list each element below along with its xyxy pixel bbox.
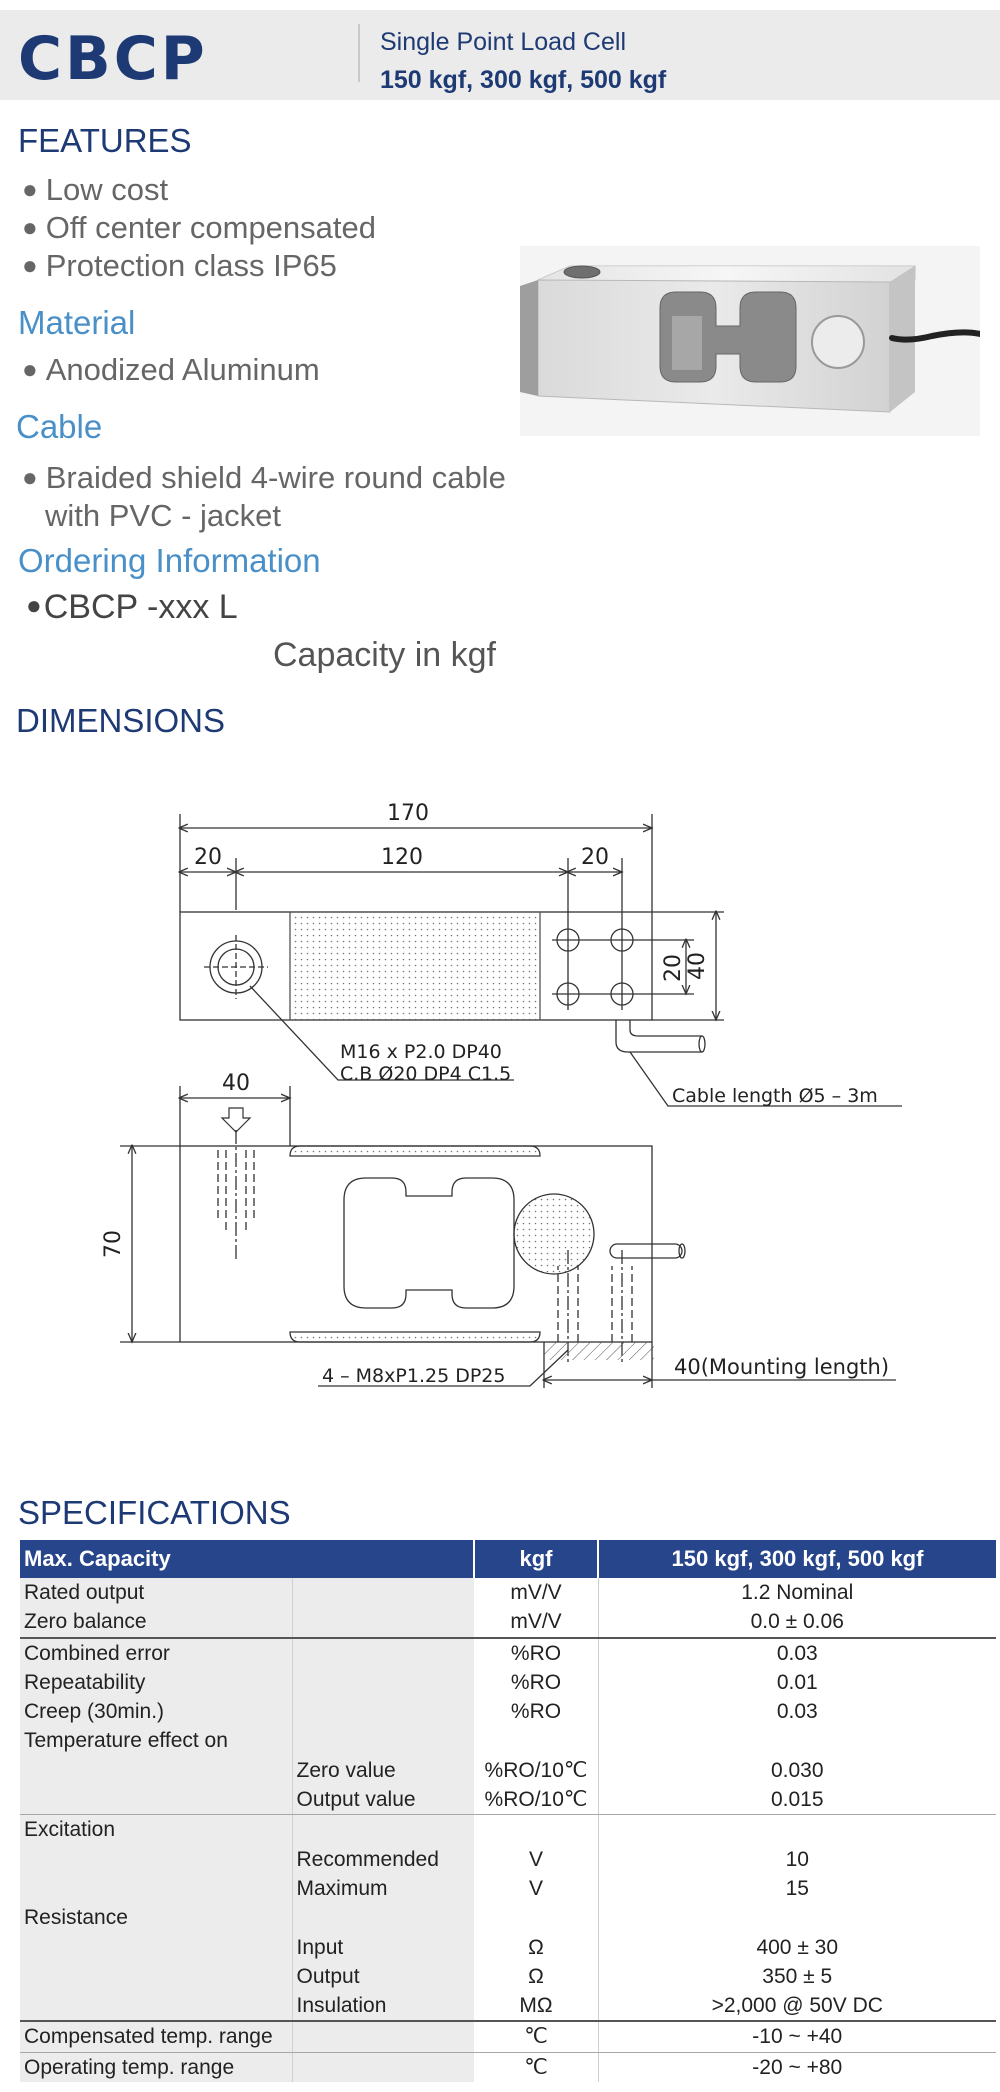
ordering-title: Ordering Information: [18, 542, 321, 579]
dim-mount-top: 40: [222, 1071, 250, 1096]
dimension-drawing: 170 20 120 20 20 40 40 70 M16 x P2.0 DP4…: [101, 801, 902, 1388]
load-direction-icon: [220, 1107, 252, 1133]
note-mount-length: 40(Mounting length): [674, 1355, 889, 1379]
cable-leader: [629, 1051, 902, 1107]
side-view-top-thread: [217, 1150, 255, 1234]
cable-item: ●Braided shield 4-wire round cable: [22, 460, 506, 495]
capacity-list: 150 kgf, 300 kgf, 500 kgf: [380, 66, 667, 94]
spec-header-row: Max. Capacity kgf 150 kgf, 300 kgf, 500 …: [20, 1540, 996, 1578]
cable-item-continued: with PVC - jacket: [45, 498, 282, 533]
product-type: Single Point Load Cell: [380, 28, 626, 56]
dim-hole-spacing: 20: [661, 954, 686, 982]
side-view-round-hole: [513, 1193, 595, 1275]
load-cell-image: [520, 246, 980, 436]
cable-title: Cable: [16, 408, 103, 445]
side-view-cutout: [343, 1177, 515, 1309]
feature-item: ●Low cost: [22, 172, 169, 207]
note-counterbore: C.B Ø20 DP4 C1.5: [340, 1063, 511, 1085]
spec-row: Compensated temp. range℃-10 ~ +40: [20, 2021, 996, 2053]
spec-table: Max. Capacity kgf 150 kgf, 300 kgf, 500 …: [20, 1540, 996, 2083]
spec-header-values: 150 kgf, 300 kgf, 500 kgf: [598, 1540, 996, 1578]
spec-header-unit: kgf: [474, 1540, 599, 1578]
ordering-note: Capacity in kgf: [273, 636, 496, 674]
dim-width: 40: [685, 952, 710, 980]
note-cable: Cable length Ø5 – 3m: [672, 1085, 878, 1107]
dim-height: 70: [101, 1230, 126, 1258]
spec-row: Operating temp. range℃-20 ~ +80: [20, 2052, 996, 2083]
material-title: Material: [18, 304, 136, 341]
feature-item: ●Protection class IP65: [22, 248, 337, 283]
mounting-base: [544, 1342, 654, 1360]
feature-item: ●Off center compensated: [22, 210, 377, 245]
note-mount-holes: 4 – M8xP1.25 DP25: [322, 1365, 505, 1387]
note-thread: M16 x P2.0 DP40: [340, 1041, 502, 1063]
top-view-gauge-area: [289, 911, 541, 1021]
spec-header-capacity: Max. Capacity: [20, 1540, 475, 1578]
thread-leader: [249, 985, 514, 1081]
dimensions-title: DIMENSIONS: [16, 702, 226, 739]
dim-total-length: 170: [387, 801, 429, 826]
dim-center-length: 120: [381, 845, 423, 870]
ordering-code: ●CBCP -xxx L: [26, 588, 238, 626]
top-view-cable: [615, 1020, 702, 1053]
top-view-mounting-holes: [552, 924, 638, 1010]
model-name: CBCP: [18, 24, 208, 94]
side-view-cable: [609, 1243, 683, 1259]
spec-row: Temperature effect on: [20, 1726, 996, 1756]
header-divider: [358, 24, 360, 82]
header-bar: CBCP Single Point Load Cell 150 kgf, 300…: [0, 10, 1000, 100]
mount-holes-leader: [318, 1349, 569, 1387]
material-item: ●Anodized Aluminum: [22, 352, 320, 387]
specifications-title: SPECIFICATIONS: [18, 1494, 291, 1531]
dim-left-offset: 20: [194, 845, 222, 870]
dim-right-offset: 20: [581, 845, 609, 870]
side-view-bottom-threads: [557, 1266, 633, 1342]
spec-row: Excitation: [20, 1814, 996, 1845]
features-title: FEATURES: [18, 122, 192, 159]
spec-row: Resistance: [20, 1903, 996, 1933]
